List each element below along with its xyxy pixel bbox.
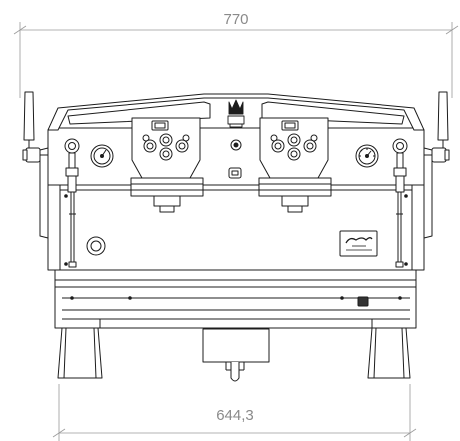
right-steam-valve [392, 138, 408, 169]
left-side-lever [22, 91, 48, 163]
right-group-head [258, 117, 332, 213]
left-group-head [130, 117, 204, 213]
base-width-dimension [52, 384, 417, 441]
right-side-panel [423, 147, 433, 239]
right-pressure-gauge [355, 144, 379, 168]
left-steam-valve [64, 138, 80, 169]
power-switch [357, 296, 369, 307]
center-indicator [228, 167, 242, 179]
left-foot [57, 327, 103, 379]
overall-width-label: 770 [223, 11, 248, 28]
hot-water-knob [86, 236, 106, 256]
base-width-label: 644,3 [216, 407, 254, 424]
right-steam-wand [393, 167, 407, 268]
crown-icon [227, 99, 245, 128]
overall-width-dimension [13, 22, 459, 98]
top-cup-rail [47, 93, 425, 131]
brand-plate-icon [339, 230, 378, 257]
left-side-panel [39, 147, 49, 239]
right-side-lever [424, 91, 450, 163]
drain-box [202, 328, 270, 382]
right-foot [367, 327, 411, 379]
left-pressure-gauge [90, 144, 114, 168]
lower-body [54, 269, 417, 329]
left-steam-wand [65, 167, 79, 268]
